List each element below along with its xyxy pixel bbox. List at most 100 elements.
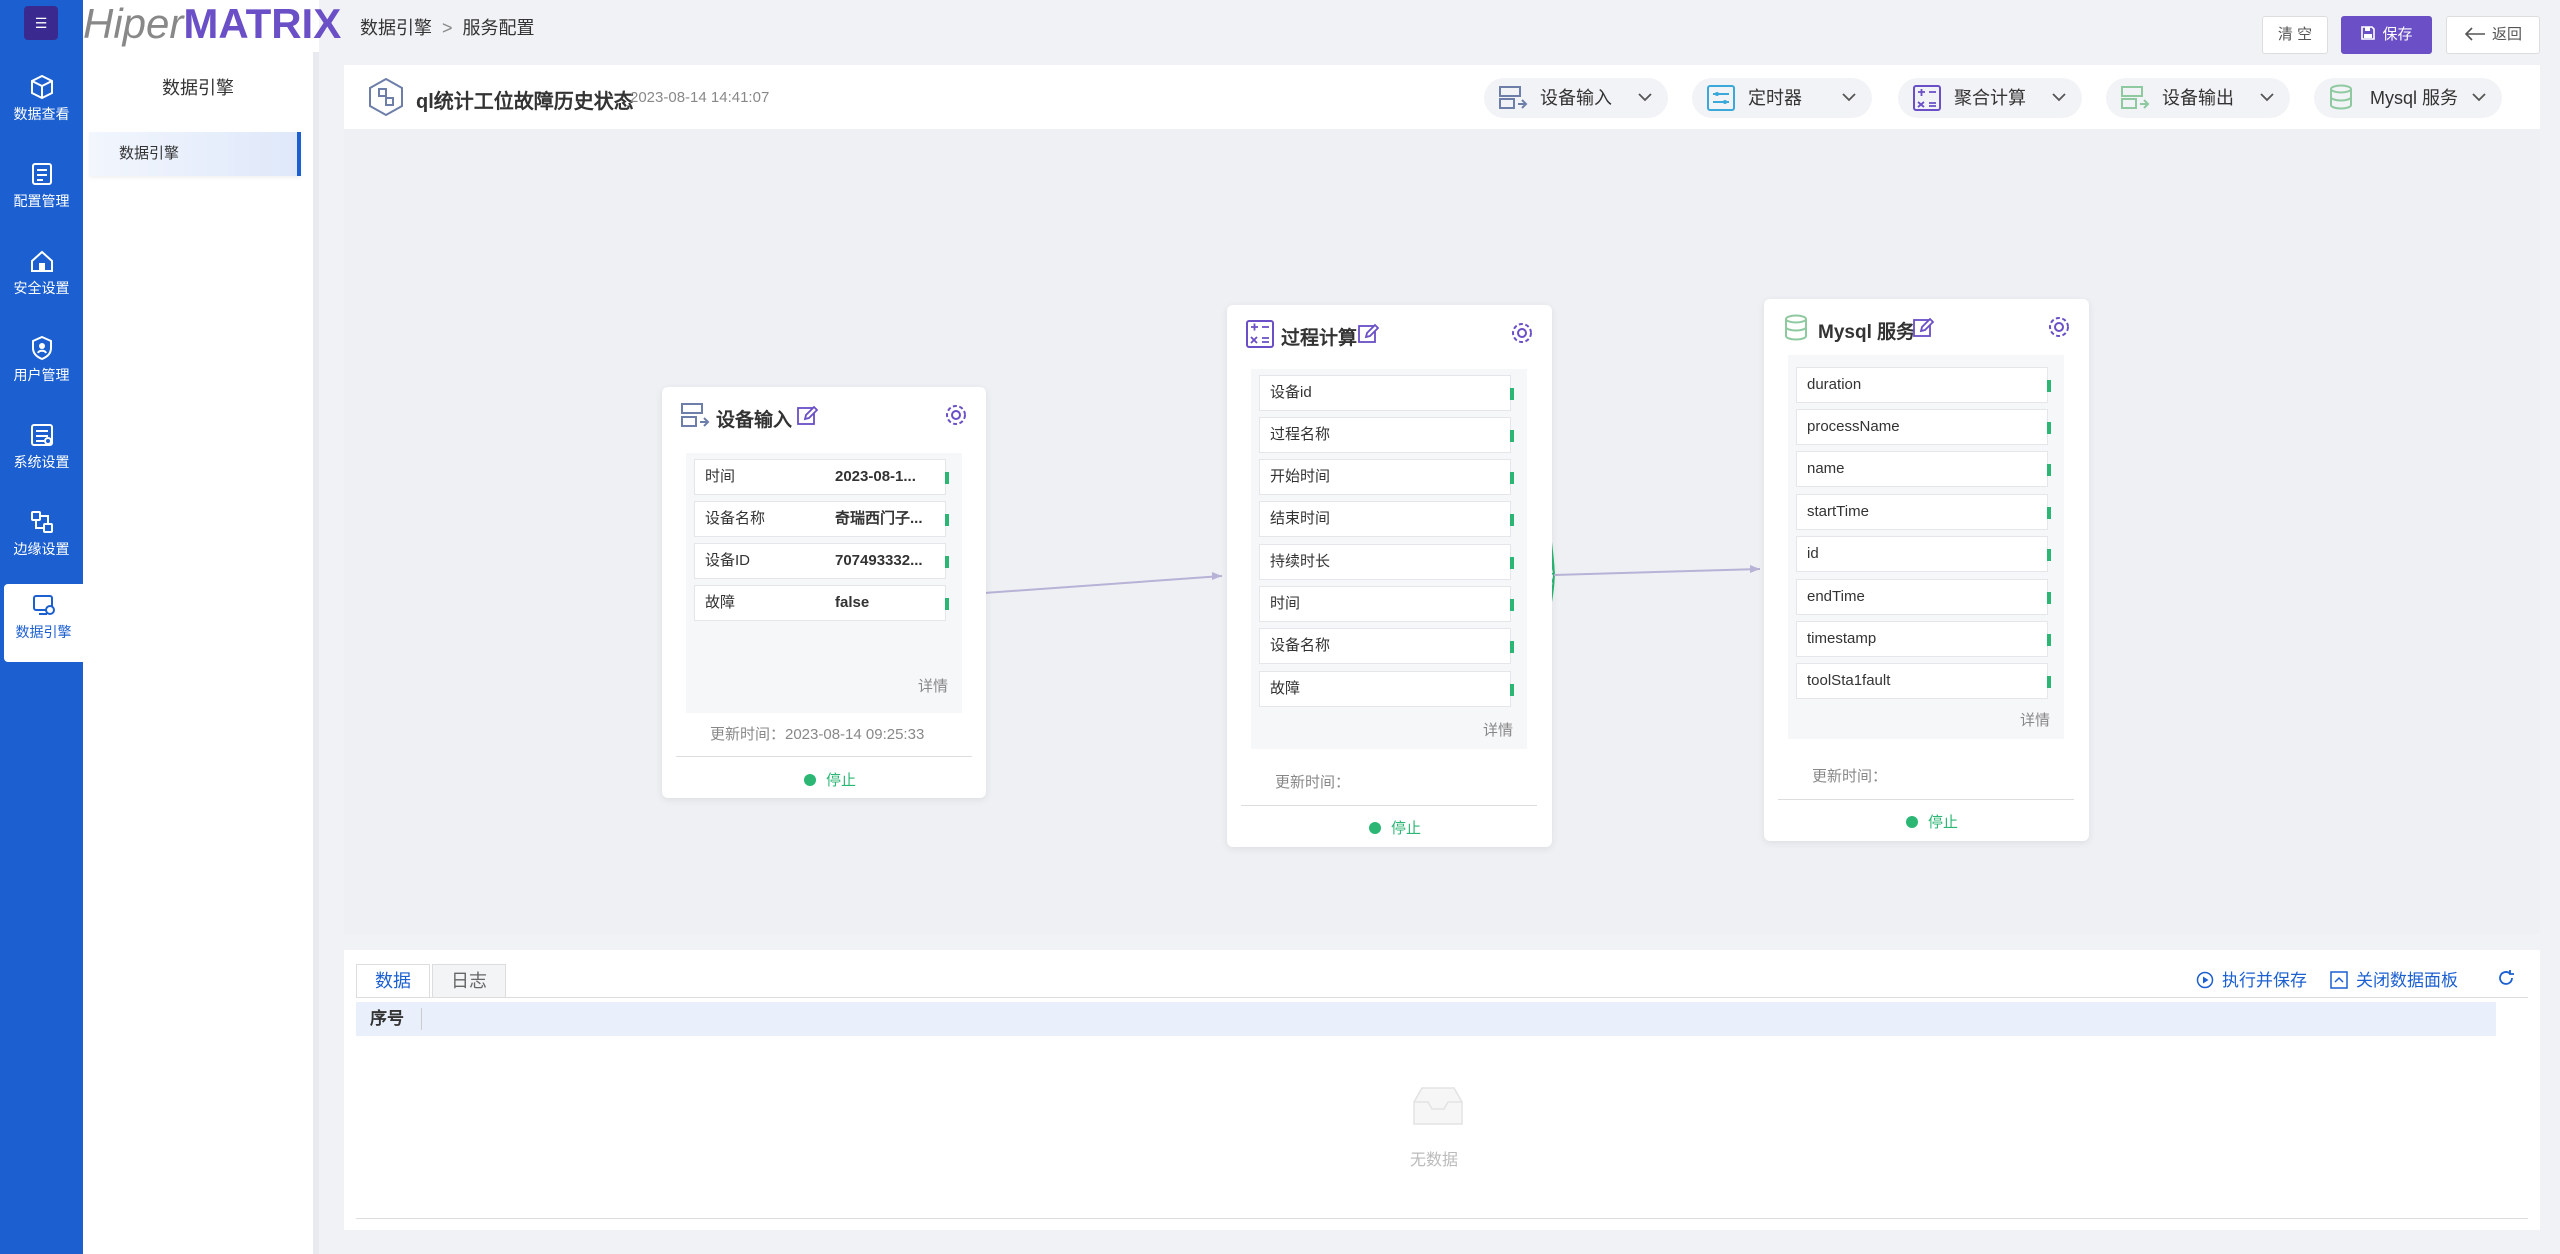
table-header: 序号 bbox=[356, 1002, 2496, 1036]
gear-icon[interactable] bbox=[2047, 315, 2071, 339]
device-input-icon bbox=[681, 403, 710, 427]
left-nav: ☰ 数据查看 配置管理 安全设置 用户管理 系统设置 边缘设置 数据引擎 bbox=[0, 0, 83, 1254]
output-port[interactable] bbox=[1510, 472, 1514, 484]
status-indicator: 停止 bbox=[804, 769, 856, 790]
tab-data[interactable]: 数据 bbox=[356, 964, 430, 998]
output-port[interactable] bbox=[945, 598, 949, 610]
status-label: 停止 bbox=[1391, 820, 1422, 837]
detail-link[interactable]: 详情 bbox=[917, 678, 948, 695]
breadcrumb-item[interactable]: 数据引擎 bbox=[360, 18, 432, 38]
output-port[interactable] bbox=[2047, 549, 2051, 561]
tool-device-input[interactable]: 设备输入 bbox=[1484, 78, 1668, 118]
field-row[interactable]: toolSta1fault bbox=[1796, 663, 2051, 699]
field-row[interactable]: name bbox=[1796, 451, 2051, 487]
tab-divider bbox=[356, 997, 2528, 998]
output-port[interactable] bbox=[1510, 599, 1514, 611]
empty-state-text: 无数据 bbox=[1410, 1152, 1459, 1169]
tool-timer[interactable]: 定时器 bbox=[1692, 78, 1872, 118]
field-list: duration processName name startTime id e… bbox=[1788, 355, 2064, 739]
output-port[interactable] bbox=[945, 514, 949, 526]
clear-button[interactable]: 清 空 bbox=[2262, 16, 2328, 54]
edit-icon[interactable] bbox=[1357, 323, 1379, 345]
flow-timestamp: 2023-08-14 14:41:07 bbox=[630, 89, 770, 106]
field-row[interactable]: 故障 bbox=[1259, 671, 1514, 707]
detail-link[interactable]: 详情 bbox=[2019, 712, 2050, 729]
nav-item-config[interactable]: 配置管理 bbox=[0, 153, 83, 219]
nav-item-edge[interactable]: 边缘设置 bbox=[0, 501, 83, 567]
panel-bottom-border bbox=[356, 1218, 2528, 1219]
tool-device-output[interactable]: 设备输出 bbox=[2106, 78, 2290, 118]
output-port[interactable] bbox=[2047, 507, 2051, 519]
nav-item-data-view[interactable]: 数据查看 bbox=[0, 66, 83, 132]
output-port[interactable] bbox=[2047, 464, 2051, 476]
output-port[interactable] bbox=[2047, 380, 2051, 392]
detail-link[interactable]: 详情 bbox=[1482, 722, 1513, 739]
nav-item-users[interactable]: 用户管理 bbox=[0, 327, 83, 393]
output-port[interactable] bbox=[1510, 684, 1514, 696]
nav-item-security[interactable]: 安全设置 bbox=[0, 240, 83, 306]
field-row[interactable]: duration bbox=[1796, 367, 2051, 403]
field-key: processName bbox=[1807, 418, 1900, 435]
gear-icon[interactable] bbox=[944, 403, 968, 427]
status-dot bbox=[804, 774, 816, 786]
output-port[interactable] bbox=[945, 472, 949, 484]
node-mysql-service[interactable]: Mysql 服务 duration processName name start… bbox=[1764, 299, 2089, 841]
tab-log[interactable]: 日志 bbox=[432, 964, 506, 998]
output-port[interactable] bbox=[1510, 388, 1514, 400]
field-row[interactable]: 持续时长 bbox=[1259, 544, 1514, 580]
back-label: 返回 bbox=[2491, 26, 2522, 43]
field-row[interactable]: endTime bbox=[1796, 579, 2051, 615]
save-button[interactable]: 保存 bbox=[2341, 16, 2432, 54]
refresh-icon[interactable] bbox=[2496, 968, 2516, 988]
field-row[interactable]: 结束时间 bbox=[1259, 501, 1514, 537]
output-port[interactable] bbox=[1510, 514, 1514, 526]
field-key: 设备名称 bbox=[1270, 637, 1331, 654]
field-row[interactable]: timestamp bbox=[1796, 621, 2051, 657]
divider bbox=[1241, 805, 1537, 806]
output-port[interactable] bbox=[2047, 676, 2051, 688]
gear-icon[interactable] bbox=[1510, 321, 1534, 345]
close-panel-label: 关闭数据面板 bbox=[2356, 971, 2458, 990]
output-port[interactable] bbox=[2047, 634, 2051, 646]
update-time: 更新时间： bbox=[1812, 768, 1888, 785]
run-and-save-button[interactable]: 执行并保存 bbox=[2196, 966, 2307, 991]
field-row[interactable]: processName bbox=[1796, 409, 2051, 445]
field-row[interactable]: id bbox=[1796, 536, 2051, 572]
output-port[interactable] bbox=[945, 556, 949, 568]
back-button[interactable]: 返回 bbox=[2446, 16, 2540, 54]
brand-left: Hiper bbox=[83, 0, 184, 47]
submenu: 数据引擎 数据引擎 bbox=[83, 52, 319, 1254]
submenu-item-data-engine[interactable]: 数据引擎 bbox=[89, 132, 301, 176]
nav-item-system[interactable]: 系统设置 bbox=[0, 414, 83, 480]
status-label: 停止 bbox=[1928, 814, 1959, 831]
field-key: 持续时长 bbox=[1270, 553, 1331, 570]
output-port[interactable] bbox=[2047, 592, 2051, 604]
field-row[interactable]: 设备名称奇瑞西门子... bbox=[694, 501, 949, 537]
field-row[interactable]: 设备id bbox=[1259, 375, 1514, 411]
field-list: 设备id 过程名称 开始时间 结束时间 持续时长 时间 设备名称 故障 详情 bbox=[1251, 369, 1527, 749]
field-row[interactable]: 时间 bbox=[1259, 586, 1514, 622]
field-row[interactable]: 设备名称 bbox=[1259, 628, 1514, 664]
home-shield-icon bbox=[30, 250, 53, 272]
field-row[interactable]: startTime bbox=[1796, 494, 2051, 530]
output-port[interactable] bbox=[1510, 430, 1514, 442]
output-port[interactable] bbox=[1510, 641, 1514, 653]
field-key: startTime bbox=[1807, 503, 1869, 520]
nav-item-data-engine[interactable]: 数据引擎 bbox=[4, 584, 83, 662]
tool-aggregate-calc[interactable]: 聚合计算 bbox=[1898, 78, 2082, 118]
output-port[interactable] bbox=[1510, 557, 1514, 569]
output-port[interactable] bbox=[2047, 422, 2051, 434]
field-row[interactable]: 开始时间 bbox=[1259, 459, 1514, 495]
node-process-calc[interactable]: 过程计算 设备id 过程名称 开始时间 结束时间 持续时长 时间 设备名称 故障… bbox=[1227, 305, 1552, 847]
tool-mysql-service[interactable]: Mysql 服务 bbox=[2314, 78, 2502, 118]
connection-edge bbox=[983, 575, 1223, 594]
edit-icon[interactable] bbox=[796, 405, 818, 427]
edit-icon[interactable] bbox=[1912, 317, 1934, 339]
close-panel-button[interactable]: 关闭数据面板 bbox=[2330, 966, 2458, 991]
field-row[interactable]: 过程名称 bbox=[1259, 417, 1514, 453]
